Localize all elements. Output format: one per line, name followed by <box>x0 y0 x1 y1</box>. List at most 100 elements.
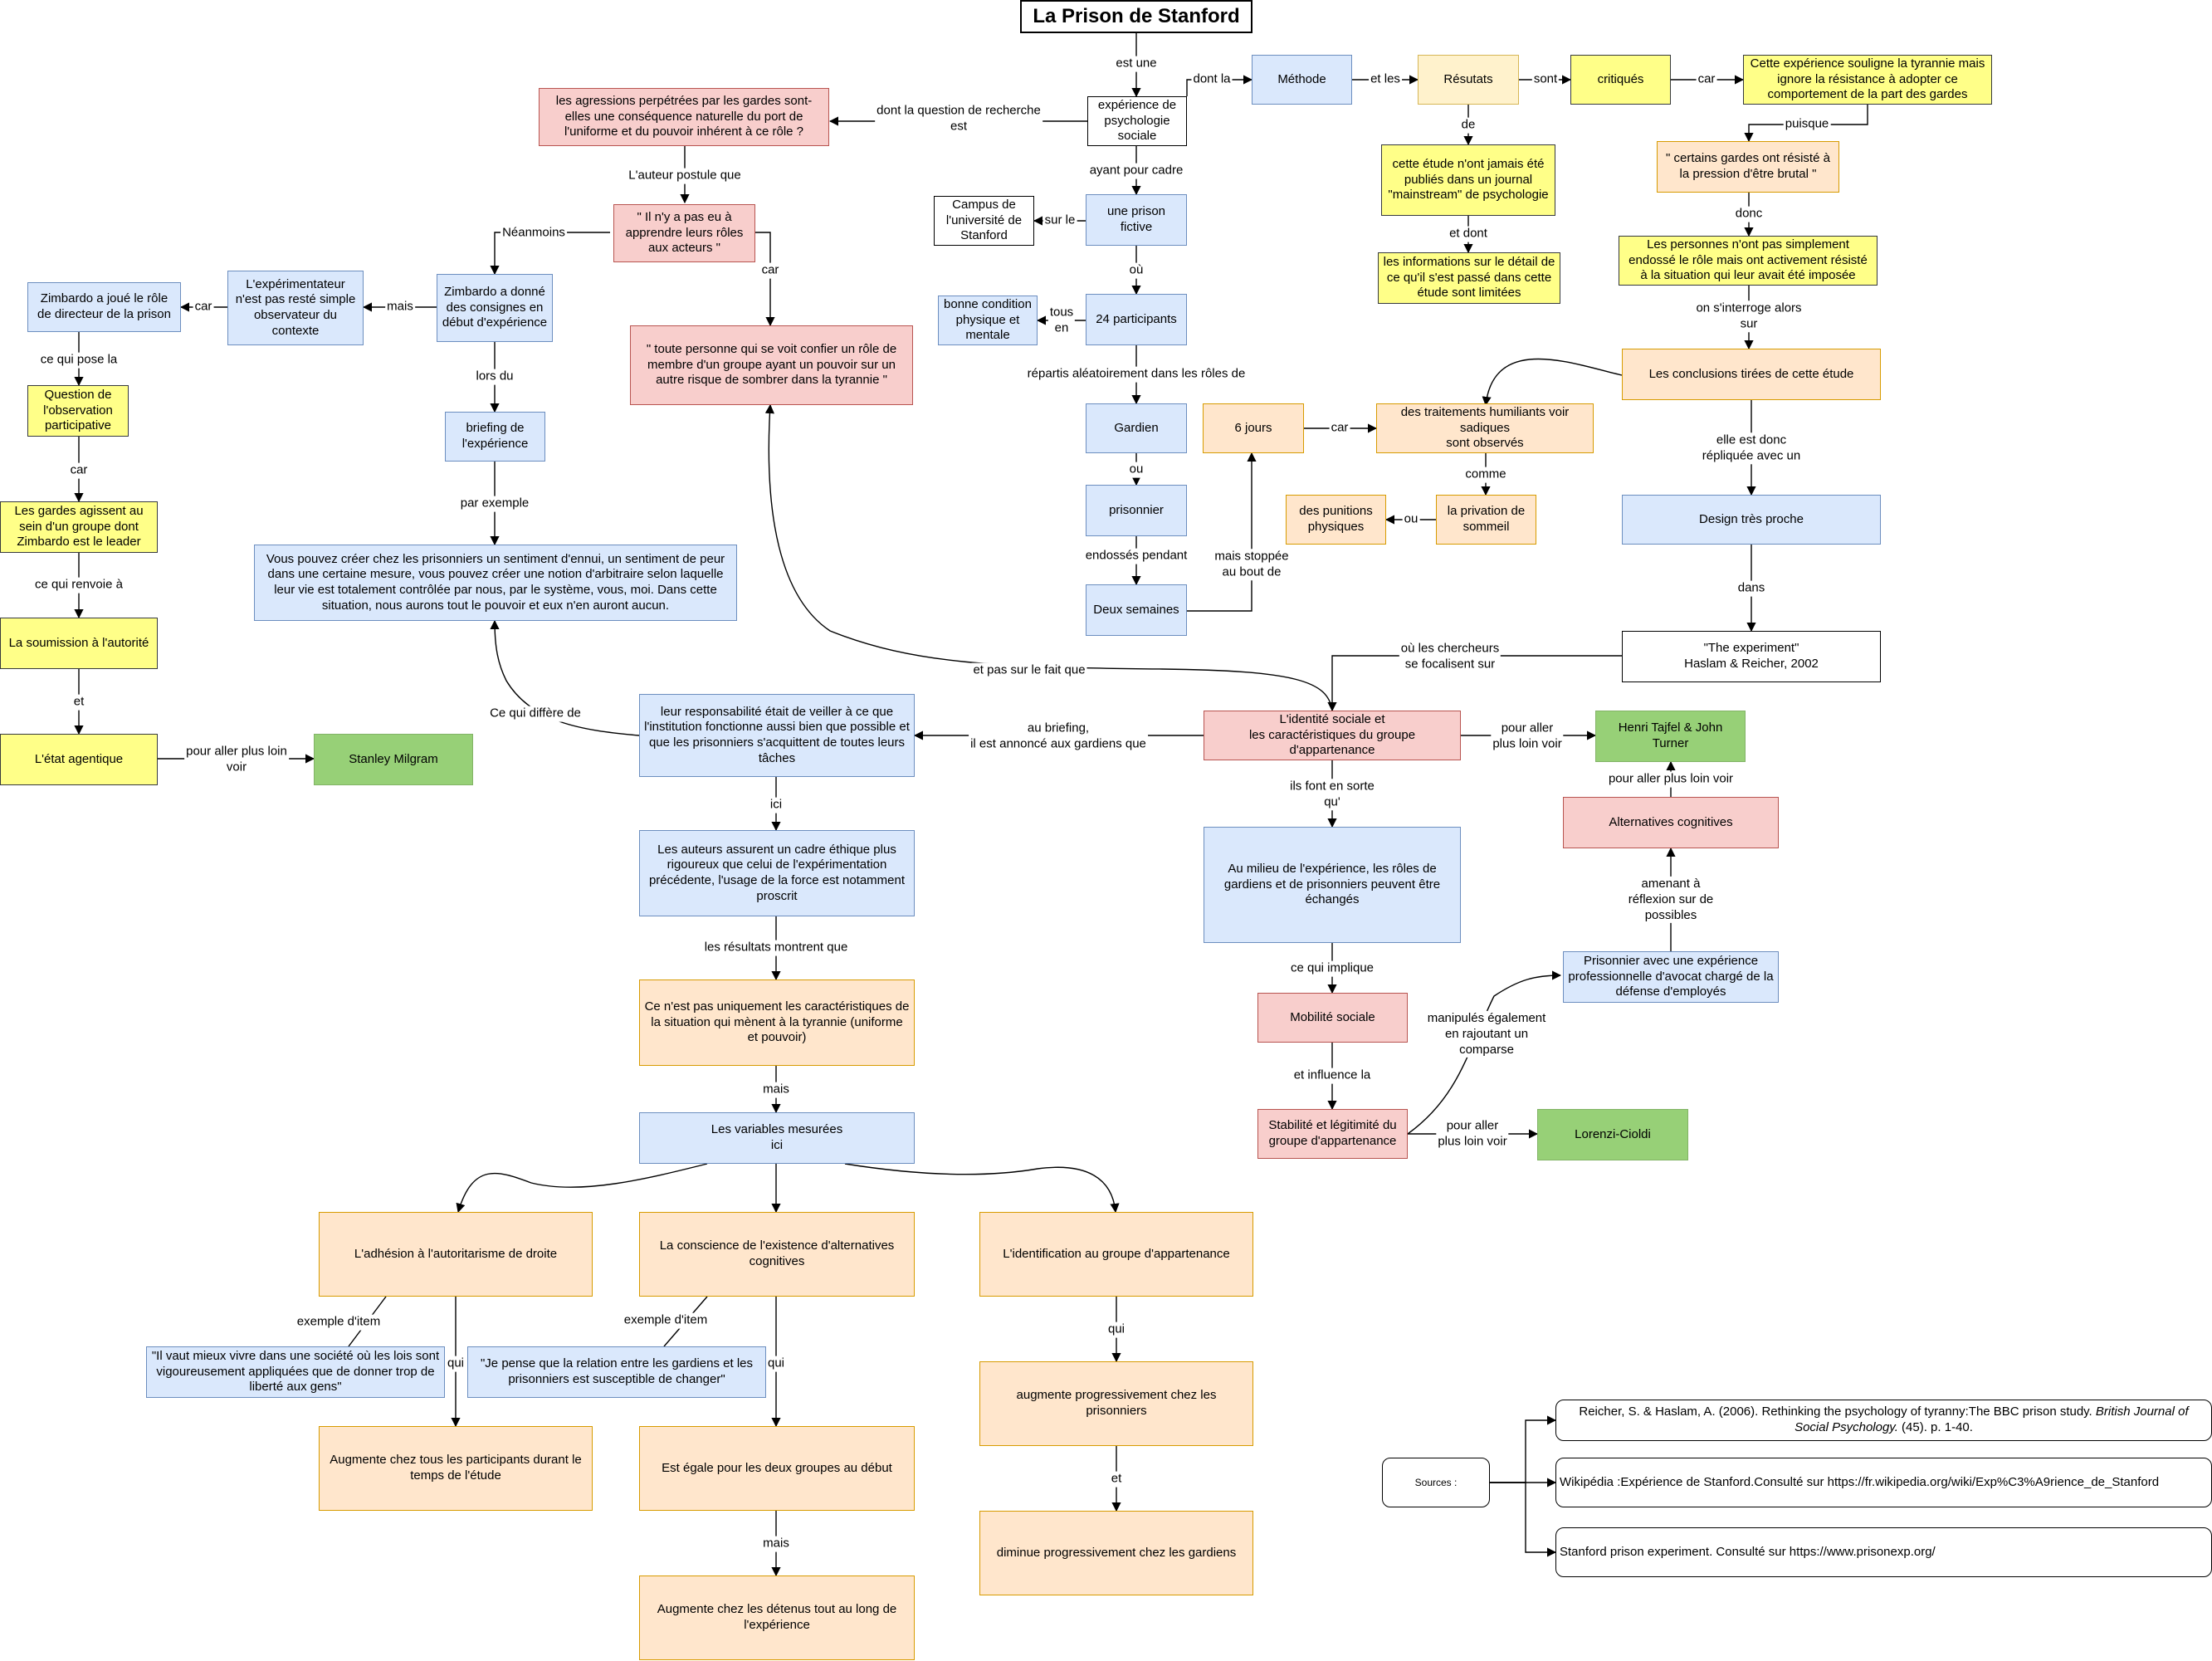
node-design-tres-proche: Design très proche <box>1622 495 1881 545</box>
label-ils-font: ils font en sorte qu' <box>1288 779 1376 810</box>
node-responsabilite-gardiens: leur responsabilité était de veiller à c… <box>639 694 915 777</box>
label-dans: dans <box>1736 580 1767 597</box>
label-manipules: manipulés également en rajoutant un comp… <box>1425 1010 1548 1058</box>
node-punitions-physiques: des punitions physiques <box>1286 495 1386 545</box>
label-car-5: car <box>68 462 90 479</box>
label-et-1: et <box>71 694 86 711</box>
label-on-sinterroge: on s'interroge alors sur <box>1694 300 1804 332</box>
label-tous-en: tous en <box>1047 305 1076 336</box>
node-diminue-gardiens: diminue progressivement chez les gardien… <box>979 1511 1253 1595</box>
label-par-exemple: par exemple <box>458 496 531 512</box>
node-campus-stanford: Campus de l'université de Stanford <box>934 196 1034 246</box>
edge-sources-reicher <box>1490 1415 1557 1483</box>
node-egale-debut: Est égale pour les deux groupes au début <box>639 1426 915 1511</box>
label-lors-du: lors du <box>474 369 515 385</box>
node-tyrannie-critique: Cette expérience souligne la tyrannie ma… <box>1743 55 1992 105</box>
label-de: de <box>1459 117 1477 134</box>
edge-variables-identification <box>844 1163 1120 1214</box>
label-car-2: car <box>1329 420 1350 437</box>
label-neanmoins: Néanmoins <box>501 225 567 242</box>
label-ou-1: ou <box>1402 511 1420 528</box>
node-etat-agentique: L'état agentique <box>0 734 158 785</box>
edge-variables-adhesion <box>456 1163 708 1214</box>
label-lauteur: L'auteur postule que <box>627 168 743 184</box>
source-prisonexp: Stanford prison experiment. Consulté sur… <box>1555 1527 2212 1577</box>
edge-sources-prisonexp <box>1490 1482 1557 1557</box>
node-cadre-ethique: Les auteurs assurent un cadre éthique pl… <box>639 830 915 916</box>
node-pas-uniquement: Ce n'est pas uniquement les caractéristi… <box>639 980 915 1066</box>
node-identite-sociale: L'identité sociale et les caractéristiqu… <box>1204 711 1461 760</box>
label-elle-est-donc: elle est donc répliquée avec un <box>1700 432 1803 464</box>
node-experience-psychologie-sociale: expérience de psychologie sociale <box>1087 96 1187 146</box>
node-augmente-prisonniers: augmente progressivement chez les prison… <box>979 1361 1253 1446</box>
label-et-2: et <box>1109 1471 1124 1488</box>
label-qui-2: qui <box>765 1356 787 1372</box>
label-endosses: endossés pendant <box>1083 548 1189 564</box>
node-stabilite-legitimite: Stabilité et légitimité du groupe d'appa… <box>1257 1109 1408 1159</box>
label-et-pas-sur: et pas sur le fait que <box>971 662 1087 679</box>
node-resultats: Résutats <box>1418 55 1519 105</box>
node-toute-personne: " toute personne qui se voit confier un … <box>630 325 913 405</box>
edge-identite-toute <box>764 403 1333 711</box>
label-ici: ici <box>768 797 784 813</box>
label-car-3: car <box>759 262 781 279</box>
label-amenant: amenant à réflexion sur de possibles <box>1626 876 1716 924</box>
label-mais-stoppee: mais stoppée au bout de <box>1213 549 1291 580</box>
node-methode: Méthode <box>1252 55 1352 105</box>
source-wikipedia: Wikipédia :Expérience de Stanford.Consul… <box>1555 1458 2212 1507</box>
label-mais-3: mais <box>761 1536 791 1552</box>
label-qui-3: qui <box>1106 1321 1127 1338</box>
label-mais-2: mais <box>761 1082 791 1098</box>
node-privation-sommeil: la privation de sommeil <box>1436 495 1536 545</box>
label-les-resultats: les résultats montrent que <box>702 940 850 956</box>
node-alternatives-cognitives: Alternatives cognitives <box>1563 797 1779 848</box>
node-gardien: Gardien <box>1086 403 1187 453</box>
node-exemple-item-relation: "Je pense que la relation entre les gard… <box>467 1346 766 1398</box>
label-est-une: est une <box>1114 56 1159 72</box>
label-exemple-item-1: exemple d'item <box>295 1314 383 1331</box>
label-dont-question: dont la question de recherche est <box>875 103 1043 134</box>
label-et-dont: et dont <box>1448 226 1489 242</box>
label-ayant-pour-cadre: ayant pour cadre <box>1087 163 1185 179</box>
label-au-briefing: au briefing, il est annoncé aux gardiens… <box>969 721 1148 752</box>
node-question-observation: Question de l'observation participative <box>27 385 129 437</box>
node-zimbardo-directeur: Zimbardo a joué le rôle de directeur de … <box>27 282 181 332</box>
page-title: La Prison de Stanford <box>1020 0 1252 33</box>
node-lorenzi-cioldi: Lorenzi-Cioldi <box>1537 1109 1688 1160</box>
edge-conclusions-traitements <box>1482 358 1623 407</box>
node-variables-mesurees: Les variables mesurées ici <box>639 1112 915 1164</box>
label-repartis: répartis aléatoirement dans les rôles de <box>1025 366 1248 383</box>
label-et-influence: et influence la <box>1292 1067 1373 1084</box>
node-six-jours: 6 jours <box>1203 403 1304 453</box>
label-qui-1: qui <box>445 1356 466 1372</box>
node-agressions-question: les agressions perpétrées par les gardes… <box>539 88 829 146</box>
edge-responsabilite-citation <box>490 619 640 736</box>
node-conclusions: Les conclusions tirées de cette étude <box>1622 349 1881 400</box>
label-car-4: car <box>193 299 214 315</box>
label-exemple-item-2: exemple d'item <box>622 1312 710 1329</box>
label-sur-le: sur le <box>1043 213 1077 229</box>
node-prisonnier-avocat: Prisonnier avec une expérience professio… <box>1563 951 1779 1003</box>
label-pour-aller-4: pour aller plus loin voir <box>184 744 289 775</box>
label-puisque: puisque <box>1783 116 1831 133</box>
label-ce-qui-differe: Ce qui diffère de <box>488 706 583 722</box>
node-24-participants: 24 participants <box>1086 294 1187 345</box>
label-ce-qui-pose: ce qui pose la <box>38 352 120 369</box>
label-comme: comme <box>1463 467 1508 483</box>
node-mobilite-sociale: Mobilité sociale <box>1257 993 1408 1043</box>
node-the-experiment: "The experiment" Haslam & Reicher, 2002 <box>1622 631 1881 682</box>
label-pour-aller-2: pour aller plus loin voir <box>1606 771 1736 788</box>
node-citation-briefing: Vous pouvez créer chez les prisonniers u… <box>254 545 737 621</box>
node-traitements-humiliants: des traitements humiliants voir sadiques… <box>1376 403 1594 453</box>
label-ou-2: où <box>1127 262 1145 279</box>
node-experimentateur: L'expérimentateur n'est pas resté simple… <box>227 271 364 345</box>
node-adhesion-autoritarisme: L'adhésion à l'autoritarisme de droite <box>319 1212 593 1297</box>
label-dont-la: dont la <box>1191 71 1233 88</box>
node-bonne-condition: bonne condition physique et mentale <box>938 296 1038 345</box>
label-donc: donc <box>1733 206 1765 222</box>
node-gardes-agissent: Les gardes agissent au sein d'un groupe … <box>0 501 158 553</box>
node-tajfel-turner: Henri Tajfel & John Turner <box>1595 711 1746 762</box>
label-sont: sont <box>1531 71 1560 88</box>
node-critiques: critiqués <box>1570 55 1671 105</box>
label-ce-qui-renvoie: ce qui renvoie à <box>33 577 125 594</box>
